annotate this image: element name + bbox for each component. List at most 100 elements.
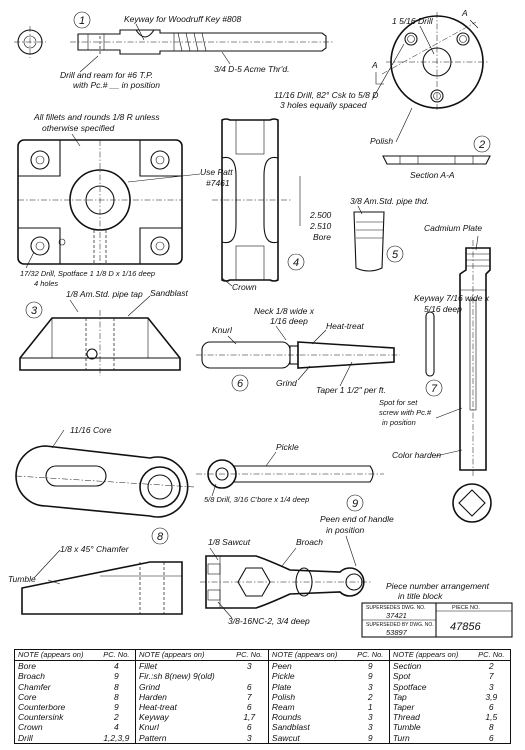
flange-section-view — [382, 155, 491, 165]
part-8-link: 11/16 Core 8 1/8 x 45° Chamfer Tumble — [8, 425, 195, 615]
part-2-flange: 1 5/16 Drill A A 11/16 Drill, 82° Csk to… — [274, 8, 491, 180]
note-name: Bore — [18, 661, 36, 672]
note-piece-number: 8 — [488, 722, 494, 733]
note-piece-number: 2 — [97, 712, 137, 723]
spot-note-2: screw with Pc.# — [379, 408, 432, 417]
part-number: 4 — [293, 257, 299, 269]
title-caption-2: in title block — [398, 591, 443, 601]
drill-note-1: Drill and ream for #6 T.P. — [60, 70, 153, 80]
supersedes-label: SUPERSEDES DWG. NO. — [366, 605, 425, 611]
note-piece-number — [230, 671, 269, 682]
header-note: NOTE (appears on) — [14, 649, 98, 662]
note-piece-number: 9 — [97, 702, 137, 713]
spot-note-1: Spot for set — [379, 398, 418, 407]
note-piece-number: 9 — [351, 732, 390, 744]
header-note: NOTE (appears on) — [135, 649, 231, 662]
note-piece-number: 2 — [351, 691, 390, 703]
keyway-note: Keyway for Woodruff Key #808 — [124, 14, 241, 24]
clamp-body — [205, 555, 365, 609]
superseded-value: 53897 — [386, 628, 408, 637]
note-piece-number: 4 — [97, 660, 137, 672]
note-name: Counterbore — [18, 702, 66, 713]
drill-note-2: with Pc.# __ in position — [73, 80, 160, 90]
bore-dim-2: 2.510 — [309, 221, 332, 231]
shaft-7-body — [459, 247, 491, 471]
neck-note-1: Neck 1/8 wide x — [254, 306, 315, 316]
part-7-shaft: Cadmium Plate Keyway 7/16 wide x 5/16 de… — [379, 223, 492, 523]
note-name: Grind — [139, 681, 160, 692]
flange-drill-note: 1 5/16 Drill — [392, 16, 434, 26]
note-name: Heat-treat — [139, 702, 177, 713]
note-piece-number: 3,9 — [485, 691, 498, 702]
note-name: Keyway — [139, 712, 169, 723]
thread-note: 3/8-16NC-2, 3/4 deep — [228, 616, 310, 626]
note-name: Spot — [392, 671, 411, 682]
clamp-handle: 1/8 Sawcut Broach 3/8-16NC-2, 3/4 deep — [200, 537, 372, 626]
note-name: Pickle — [271, 671, 295, 682]
pipe-tap-note: 1/8 Am.Std. pipe tap — [66, 289, 143, 299]
note-piece-number: 1,5 — [485, 712, 498, 723]
notes-index-table: NOTE (appears on) PC. No. NOTE (appears … — [14, 649, 511, 744]
part-number: 6 — [237, 378, 244, 390]
acme-thread-note: 3/4 D-5 Acme Thr'd. — [214, 64, 289, 74]
note-name: Spotface — [392, 681, 427, 692]
notes-header-row: NOTE (appears on) PC. No. NOTE (appears … — [14, 649, 511, 662]
crown-note: Crown — [232, 282, 257, 292]
header-pc: PC. No. — [351, 649, 390, 662]
part-6-handle: Neck 1/8 wide x 1/16 deep Knurl Heat-tre… — [196, 306, 400, 395]
note-piece-number: 4 — [97, 722, 137, 733]
title-caption-1: Piece number arrangement — [386, 581, 490, 591]
heat-treat-note: Heat-treat — [326, 321, 364, 331]
polish-note: Polish — [370, 136, 393, 146]
keyway-note-1: Keyway 7/16 wide x — [414, 293, 490, 303]
note-name: Ream — [271, 702, 295, 713]
part-number-circle — [73, 11, 91, 29]
note-name: Drill — [18, 732, 33, 743]
shaft-body — [77, 29, 327, 55]
part-number: 7 — [431, 383, 438, 395]
note-piece-number: 3 — [351, 722, 390, 733]
peen-note-2: in position — [326, 525, 365, 535]
cbore-note: 5/8 Drill, 3/16 C'bore x 1/4 deep — [204, 495, 309, 504]
knurl-note: Knurl — [212, 325, 233, 335]
pickle-note: Pickle — [276, 442, 299, 452]
note-name: Fillet — [139, 661, 157, 672]
keyway-detail — [425, 311, 435, 377]
piece-no-value: 47856 — [450, 621, 481, 633]
title-block: Piece number arrangement in title block … — [361, 581, 513, 638]
cadmium-note: Cadmium Plate — [424, 223, 482, 233]
note-piece-number: 3 — [230, 660, 269, 672]
note-piece-number: 9 — [97, 671, 137, 682]
pattern-note-2: #7461 — [206, 178, 230, 188]
part-number: 8 — [157, 531, 164, 543]
note-piece-number: 2 — [488, 661, 494, 672]
neck-note-2: 1/16 deep — [270, 316, 308, 326]
note-name: Taper — [392, 702, 415, 713]
note-name: Rounds — [271, 712, 302, 723]
spotface-note-2: 4 holes — [34, 279, 58, 288]
note-piece-number: 7 — [488, 671, 494, 682]
part-5-pipe: 3/8 Am.Std. pipe thd. 5 — [350, 196, 429, 272]
note-name: Knurl — [139, 722, 159, 733]
piece-no-label: PIECE NO. — [452, 605, 480, 611]
header-note: NOTE (appears on) — [268, 649, 352, 662]
part-number: 5 — [392, 249, 399, 261]
supersedes-value: 37421 — [386, 611, 407, 620]
spotface-note-1: 17/32 Drill, Spotface 1 1/8 D x 1/16 dee… — [20, 269, 155, 278]
part-number: 1 — [79, 15, 85, 27]
note-name: Turn — [392, 732, 410, 743]
note-name: Section — [392, 661, 422, 672]
header-pc: PC. No. — [472, 649, 511, 662]
broach-note: Broach — [296, 537, 323, 547]
section-mark-top: A — [461, 8, 468, 18]
section-mark-left: A — [371, 60, 378, 70]
note-name: Sandblast — [271, 722, 310, 733]
pipe-thread-note: 3/8 Am.Std. pipe thd. — [350, 196, 429, 206]
pattern-note-1: Use Patt — [200, 167, 233, 177]
